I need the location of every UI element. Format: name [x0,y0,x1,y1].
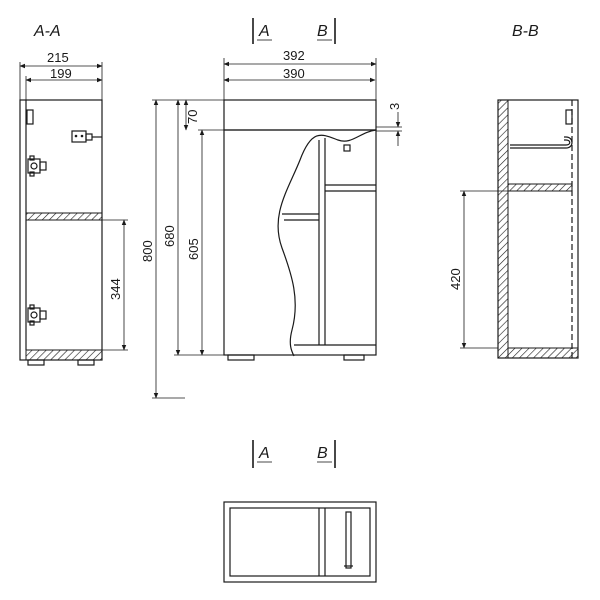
hinge-icon-upper [27,155,47,177]
dim-front-body-height: 680 [162,99,224,356]
dim-front-top-rail-text: 70 [185,110,200,124]
plan-section-a-label: A [258,445,270,462]
front-section-marker-a: A [252,18,272,44]
section-bb-view: B-B 420 [448,23,579,359]
door-handle-icon [343,144,351,152]
bb-top-fitting [565,109,573,125]
dim-front-width-inner: 390 [223,66,376,83]
dim-aa-depth-outer-text: 215 [47,50,69,65]
dim-front-gap-text: 3 [387,103,402,110]
dim-bb-shelf-height: 420 [448,190,508,349]
dim-front-width-outer-text: 392 [283,48,305,63]
dim-front-width-inner-text: 390 [283,66,305,81]
section-aa-label: A-A [33,23,61,40]
section-bb-label: B-B [512,23,539,40]
dim-front-door-height: 605 [186,129,224,356]
front-section-marker-b: B [317,18,336,44]
front-view: A B 392 390 [140,18,402,399]
dim-front-top-rail: 70 [183,99,200,131]
plan-view: A B [223,440,377,583]
dim-aa-shelf-height-text: 344 [108,278,123,300]
aa-top-fitting [26,109,34,125]
dim-bb-shelf-height-text: 420 [448,268,463,290]
dim-front-door-height-text: 605 [186,238,201,260]
dim-front-total-height-text: 800 [140,240,155,262]
dim-aa-depth-inner: 199 [25,66,103,100]
dim-aa-shelf-height: 344 [102,219,128,351]
door-wave-outline [277,129,377,357]
hinge-icon-lower [27,304,47,326]
dim-front-gap: 3 [376,103,402,146]
plan-section-marker-a: A [252,440,272,468]
outlet-icon [71,130,102,143]
plan-section-marker-b: B [317,440,336,468]
dim-aa-depth-outer: 215 [19,50,103,100]
towel-rail-icon [510,136,573,149]
dim-front-body-height-text: 680 [162,225,177,247]
front-section-a-label: A [258,23,270,40]
plan-section-b-label: B [317,445,328,462]
dim-front-total-height: 800 [140,99,224,399]
dim-aa-depth-inner-text: 199 [50,66,72,81]
front-section-b-label: B [317,23,328,40]
plan-towel-rail-icon [345,511,352,569]
section-aa-view: A-A 215 199 [19,23,128,366]
